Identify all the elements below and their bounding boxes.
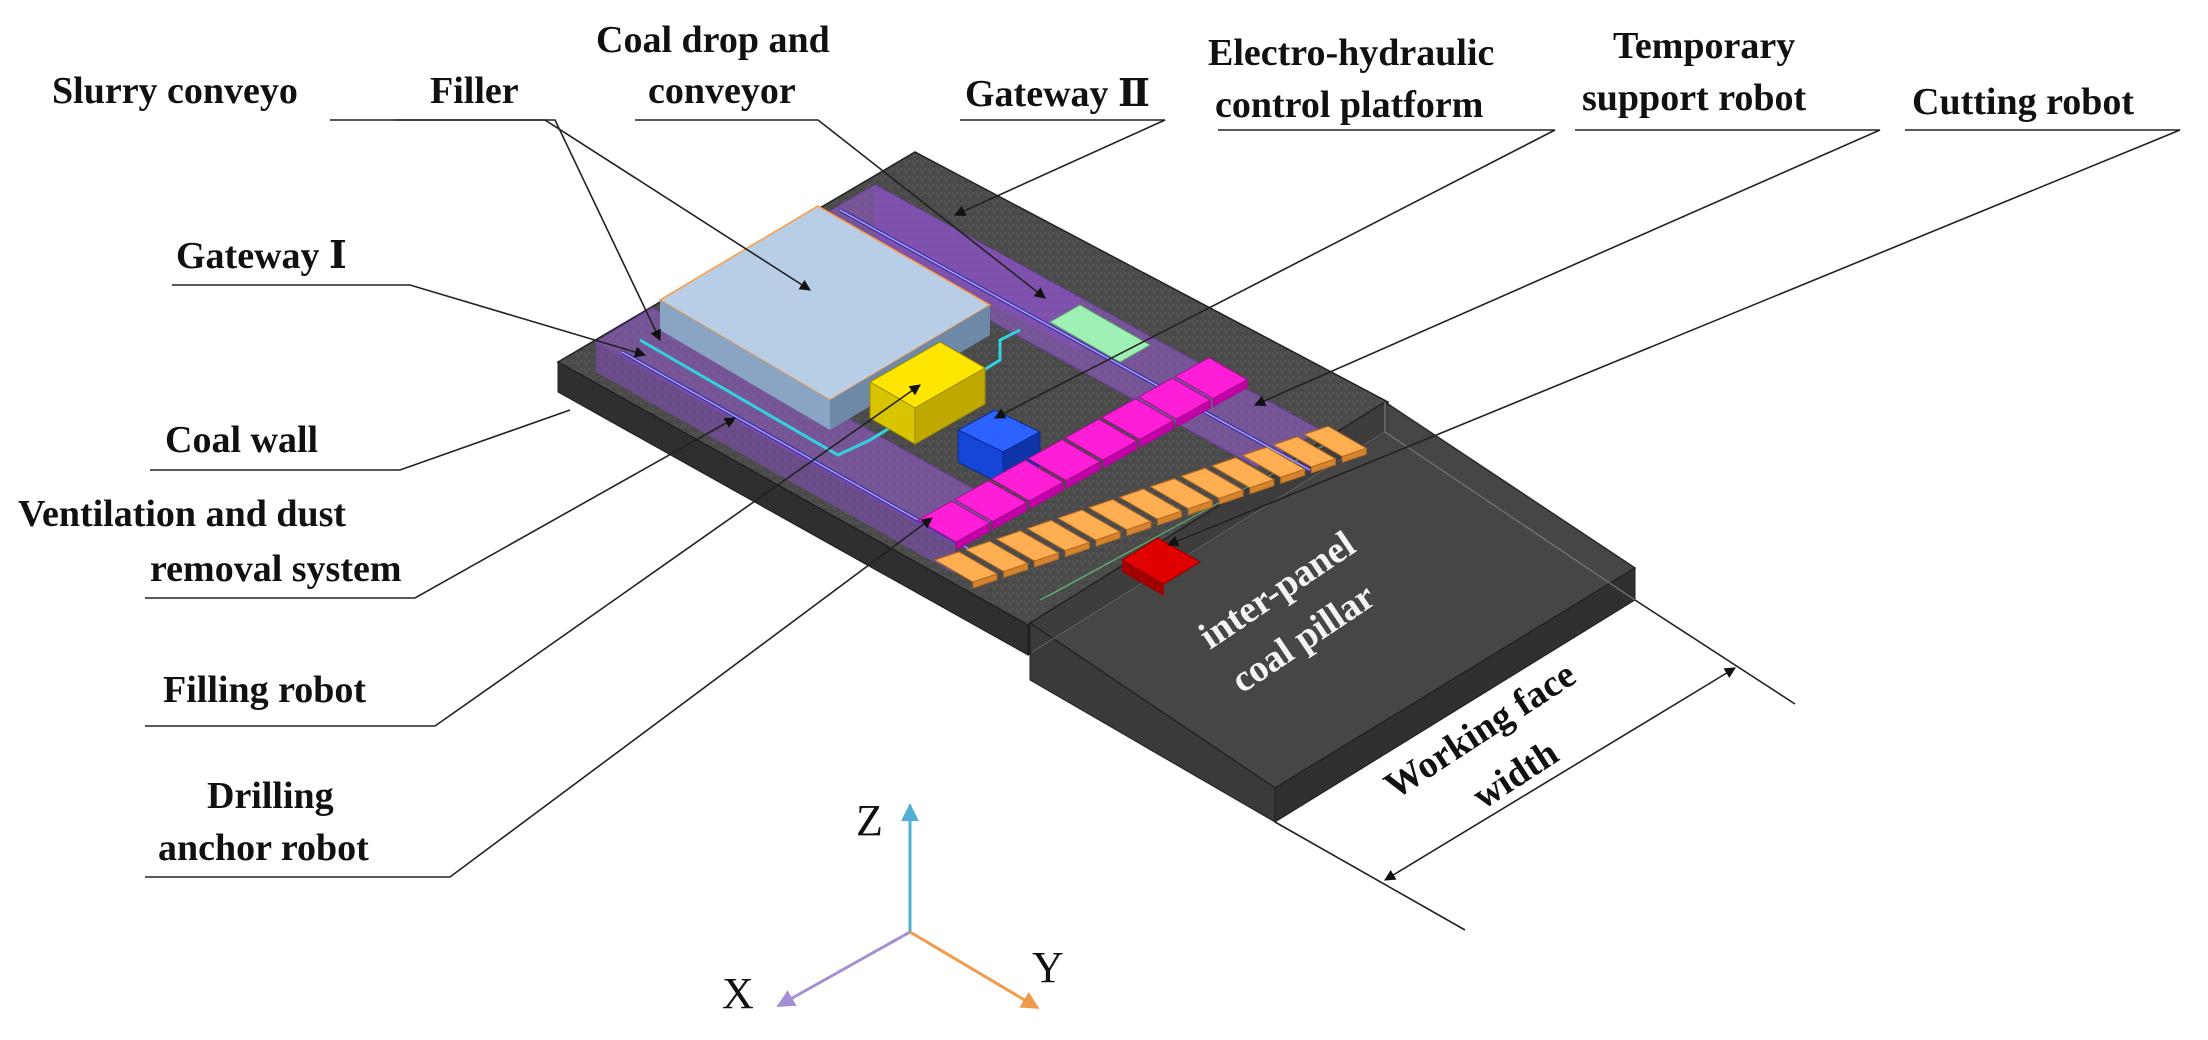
x-axis [776,930,911,1008]
temporary-support-robot-side [1095,531,1121,547]
cutting-robot [1121,537,1201,596]
leader-lines [145,119,2181,878]
filler-left-face [660,300,830,430]
drilling-anchor-robot-side [955,522,991,551]
label-coal-drop-line1: Coal drop and [596,19,830,61]
label-vent-line1: Ventilation and dust [18,493,346,535]
drilling-anchor-robot-side [1212,378,1248,408]
rail-back [1048,304,1152,363]
label-filler: Filler [430,70,519,112]
label-drill-line2: anchor robot [158,827,369,869]
temporary-support-robot-side [1003,562,1029,579]
y-axis [909,930,1040,1010]
drilling-anchor-robot-side [1065,460,1101,490]
temporary-support-robot-side [1249,478,1275,495]
temporary-support-robot-side [1218,489,1244,506]
coal-drop-box [868,341,987,445]
y-axis-label: Y [1032,943,1064,992]
temporary-support-robot-side [1310,458,1336,474]
label-gateway-1: Gateway Ⅰ [176,235,347,277]
cutting-robot-face [1122,560,1164,596]
coordinate-axes: Z X Y [722,796,1064,1018]
label-ehcp-line2: control platform [1215,84,1483,126]
temporary-support-robot-side [1034,552,1060,568]
labels: Slurry conveyo Filler Coal drop and conv… [18,19,2134,869]
drilling-anchor-robot-side [1029,481,1064,510]
label-drill-line1: Drilling [207,775,334,817]
label-ehcp-line1: Electro-hydraulic [1208,32,1494,74]
drilling-anchor-robot-side [1176,399,1211,428]
label-vent-line2: removal system [150,548,402,590]
temporary-support-robot-side [1126,520,1152,537]
label-tsr-line2: support robot [1582,77,1807,119]
gateway-1-wall [596,342,955,574]
drilling-anchor-robot-row [916,357,1249,551]
drilling-anchor-robot-side [1139,419,1175,449]
label-coal-wall: Coal wall [165,419,318,461]
temporary-support-robot-row [933,425,1368,589]
working-face-width-dimension [1274,599,1796,931]
gateway-2-wall [875,185,1080,352]
drilling-anchor-robot-side [1102,440,1138,469]
temporary-support-robot-side [1187,499,1213,516]
label-slurry-conveyor: Slurry conveyo [52,70,298,112]
label-filling-robot: Filling robot [163,669,366,711]
temporary-support-robot-side [1341,447,1367,464]
drilling-anchor-robot-side [992,501,1028,531]
x-axis-label: X [722,969,754,1018]
temporary-support-robot-side [1064,541,1090,558]
label-cutting-robot: Cutting robot [1912,81,2134,123]
label-coal-drop-line2: conveyor [648,70,796,112]
temporary-support-robot-side [972,573,998,589]
label-tsr-line1: Temporary [1613,25,1795,67]
label-gateway-2: Gateway Ⅱ [965,73,1150,115]
coal-drop-right [914,367,986,445]
temporary-support-robot-side [1157,510,1183,526]
temporary-support-robot-side [1280,468,1306,485]
z-axis-label: Z [856,796,883,845]
